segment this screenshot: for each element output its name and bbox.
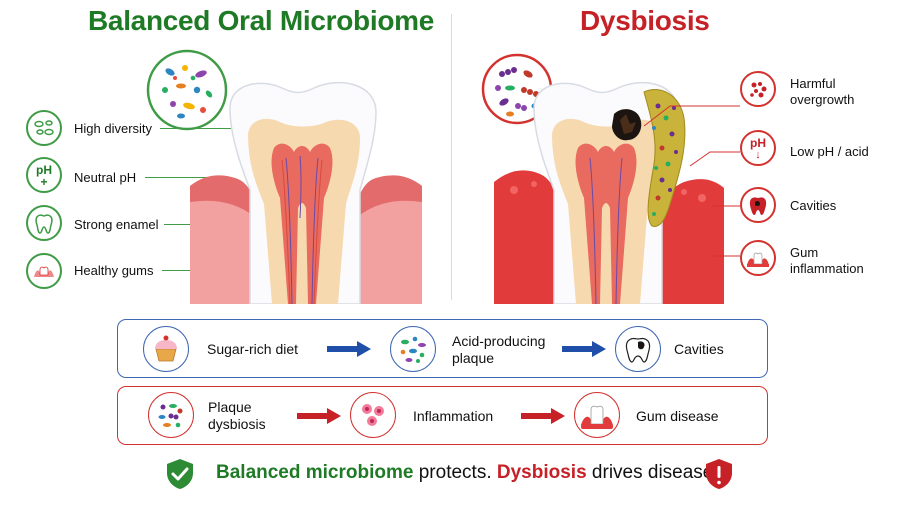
gum-disease-pathway-box [117, 386, 768, 445]
dysbiosis-connector-lines [643, 105, 740, 257]
healthy-gums-label: Healthy gums [74, 263, 154, 278]
cavities-label: Cavities [790, 198, 837, 213]
balanced-title: Balanced Oral Microbiome [88, 5, 435, 36]
low-ph-acid-label: Low pH / acid [790, 144, 869, 159]
ph-plus-icon: pH + [26, 157, 62, 193]
inflamed-gums-icon [740, 240, 776, 276]
bacteria-overgrowth-icon [740, 71, 776, 107]
cavity-tooth-icon [615, 326, 661, 372]
summary-balanced: Balanced microbiome [216, 462, 414, 483]
high-diversity-label: High diversity [74, 121, 153, 136]
bacteria-cluster-icon [26, 110, 62, 146]
harmful-overgrowth-label: Harmful overgrowth [790, 76, 855, 107]
cavities-flow-label: Cavities [674, 341, 724, 357]
plaque-dysbiosis-label: Plaque dysbiosis [208, 399, 266, 432]
summary-dysbiosis: Dysbiosis [496, 462, 587, 483]
gum-inflammation-label: Gum inflammation [790, 245, 864, 276]
neutral-ph-label: Neutral pH [74, 170, 137, 185]
acid-producing-plaque-label: Acid-producing plaque [452, 333, 546, 366]
sugar-rich-diet-label: Sugar-rich diet [207, 341, 299, 357]
strong-enamel-label: Strong enamel [74, 217, 159, 232]
tooth-outline-icon [26, 205, 62, 241]
inflammation-label: Inflammation [413, 408, 494, 424]
cavity-tooth-icon [740, 187, 776, 223]
gum-disease-label: Gum disease [636, 408, 719, 424]
dysbiotic-tooth-illustration [494, 81, 724, 304]
plaque-bacteria-icon [390, 326, 436, 372]
ph-down-icon: pH ↓ [740, 130, 776, 166]
shield-alert-icon [706, 459, 732, 489]
cupcake-icon [143, 326, 189, 372]
caries-pathway-box [117, 319, 768, 378]
inflammation-cells-icon [350, 392, 396, 438]
arrow-right-icon [297, 408, 341, 424]
center-divider [451, 14, 452, 300]
dysbiosis-title: Dysbiosis [580, 5, 710, 36]
shield-check-icon [167, 459, 193, 489]
healthy-tooth-illustration [190, 81, 422, 304]
gum-disease-icon [574, 392, 620, 438]
mixed-bacteria-icon [148, 392, 194, 438]
summary-protects: protects. [413, 462, 497, 483]
arrow-right-icon [327, 341, 371, 357]
summary-statement: Balanced microbiome protects. Dysbiosis … [216, 462, 719, 484]
arrow-right-icon [521, 408, 565, 424]
arrow-right-icon [562, 341, 606, 357]
summary-drives-disease: drives disease. [586, 462, 719, 483]
healthy-gums-icon [26, 253, 62, 289]
diverse-bacteria-circle-icon [146, 49, 228, 131]
